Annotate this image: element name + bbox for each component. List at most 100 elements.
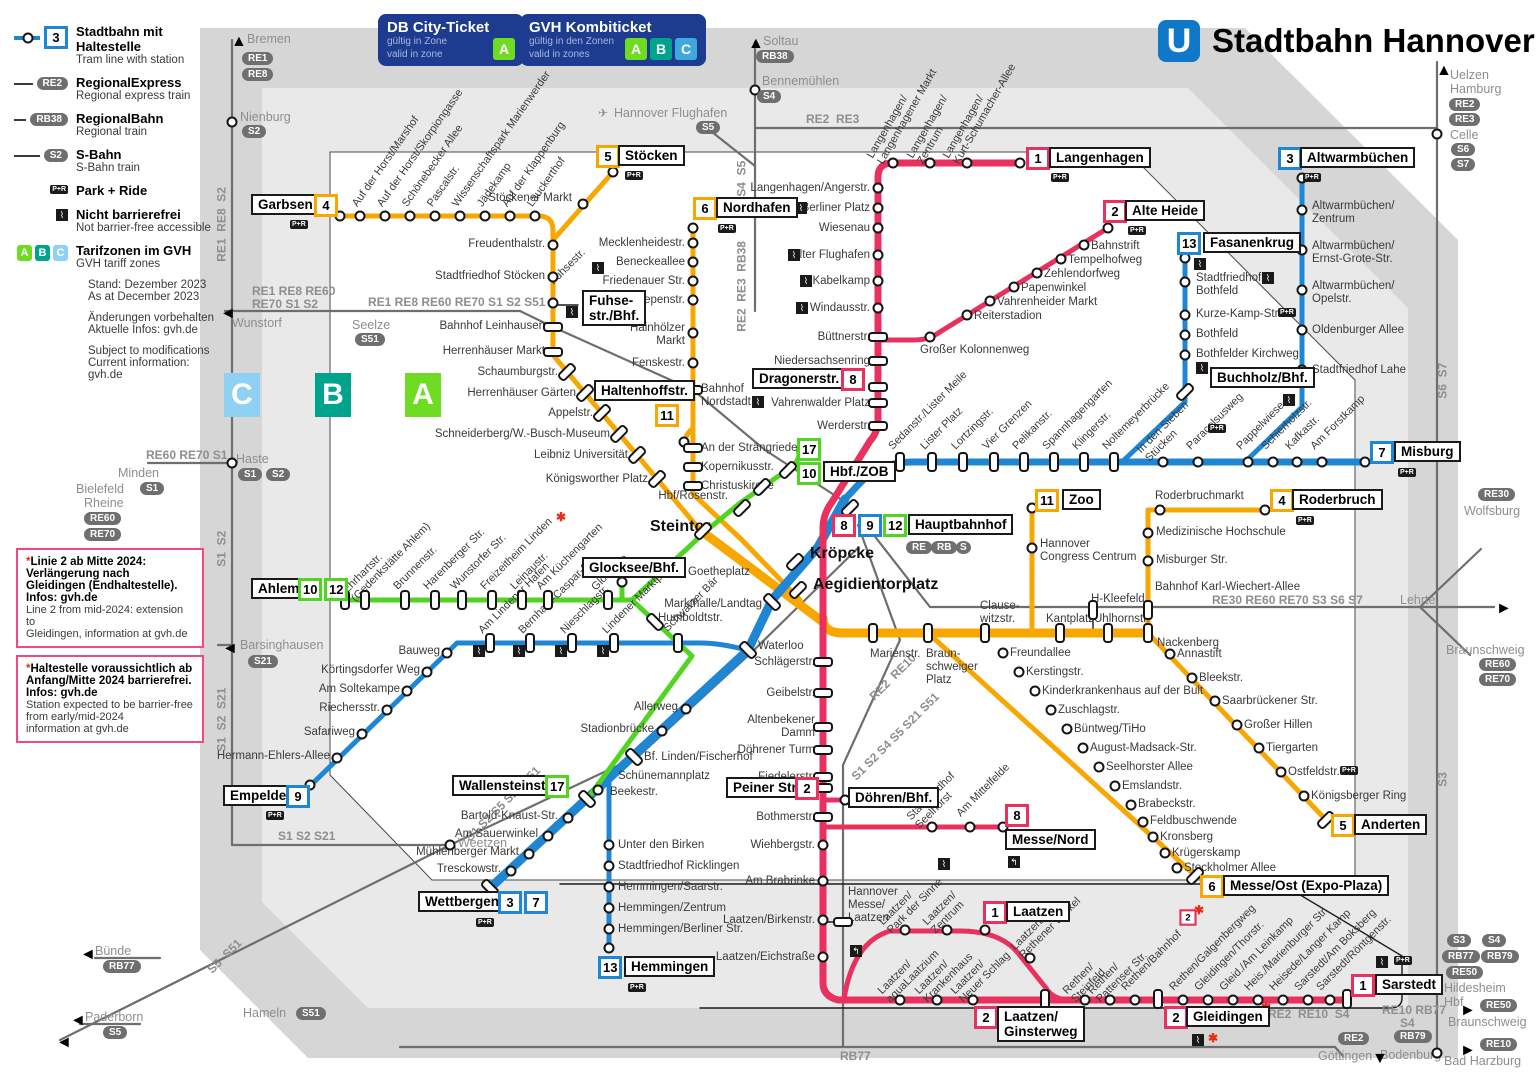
station-dot xyxy=(1077,742,1089,754)
banner-subtitle: gültig in den Zonen valid in zones xyxy=(529,36,615,60)
pr-icon: P+R xyxy=(1278,308,1296,317)
pr-icon: P+R xyxy=(1296,516,1314,525)
station-dot xyxy=(872,275,884,287)
rail-line-label: S4 xyxy=(1400,1016,1415,1030)
notice-bold: Haltestelle voraussichtlich ab Anfang/Mi… xyxy=(26,663,193,699)
station-dot xyxy=(1179,329,1191,341)
external-destination-label: Uelzen xyxy=(1450,68,1489,82)
regional-rail-lines xyxy=(58,38,1496,1058)
station-dot xyxy=(872,222,884,234)
station-dot xyxy=(505,865,517,877)
nb-icon: ⌇ xyxy=(788,249,800,261)
rail-pill-icon: S2 xyxy=(43,149,68,162)
rail-pill: RB77 xyxy=(103,960,141,974)
nb-icon: ⌇ xyxy=(795,202,807,214)
station-label: Bartold-Knaust-Str. xyxy=(460,810,558,822)
rail-pill: RB79 xyxy=(1394,1030,1432,1044)
station-label: Medizinische Hochschule xyxy=(1156,526,1286,538)
rail-line-label: S1 S2 S21 xyxy=(278,829,336,843)
line-number-badge: 9 xyxy=(286,785,310,808)
station-dot xyxy=(1192,456,1204,468)
line-number-badge: 4 xyxy=(314,194,338,217)
line-number-badge: 6 xyxy=(1200,875,1224,898)
terminus-box: Zoo xyxy=(1062,489,1101,511)
station-dot xyxy=(926,821,938,833)
station-label: Tresckowstr. xyxy=(436,863,501,875)
station-label: Schlägerstr. xyxy=(754,656,815,668)
al-icon: ◄ xyxy=(70,1012,86,1029)
station-dot xyxy=(356,728,368,740)
terminus-box: Garbsen xyxy=(251,194,320,216)
line-number-badge: 13 xyxy=(1177,232,1202,255)
station-dot xyxy=(1129,994,1141,1006)
au-icon: ▲ xyxy=(1436,62,1452,79)
pr-icon: P+R xyxy=(625,171,643,180)
station-dot xyxy=(1008,281,1020,293)
station-label: Kerstingstr. xyxy=(1026,666,1084,678)
rail-line-label: S5 S51 xyxy=(204,936,245,977)
rail-pill: RE30 xyxy=(1478,488,1516,502)
terminus-box: Laatzen/ Ginsterweg xyxy=(997,1006,1085,1043)
pr-icon: P+R xyxy=(718,224,736,233)
interchange-tick xyxy=(609,633,619,653)
interchange-tick xyxy=(646,468,668,490)
rail-pill-icon: RE2 xyxy=(36,77,68,90)
interchange-tick xyxy=(989,452,999,472)
nb-icon: ⌇ xyxy=(1192,1034,1204,1046)
station-dot xyxy=(687,256,699,268)
station-label: Vahrenheider Markt xyxy=(997,296,1098,308)
interchange-tick xyxy=(1019,452,1029,472)
line-number-badge: 7 xyxy=(524,891,548,914)
line-number-badge: 1 xyxy=(1026,147,1050,170)
pr-icon: P+R xyxy=(1051,173,1069,182)
rail-line-label: RB77 xyxy=(840,1049,871,1063)
external-destination-label: Rheine xyxy=(84,496,124,510)
station-label: Berliner Platz xyxy=(801,202,870,214)
rail-line-label: S1 S2 xyxy=(214,530,229,567)
station-dot xyxy=(479,210,491,222)
station-dot xyxy=(964,821,976,833)
station-label: Altwarmbüchen/ Opelstr. xyxy=(1312,280,1395,305)
line-number-badge: 8 xyxy=(841,368,865,391)
pr-icon: P+R xyxy=(1394,956,1412,965)
interchange-tick xyxy=(980,623,990,643)
station-label: Bothfelder Kirchweg xyxy=(1196,348,1299,360)
external-destination-label: Hannover Flughafen xyxy=(614,106,728,120)
station-label: Vahrenwalder Platz xyxy=(771,397,870,409)
station-dot xyxy=(1431,1047,1443,1059)
station-dot xyxy=(603,923,615,935)
interchange-tick xyxy=(868,623,878,643)
station-label: Krügerskamp xyxy=(1172,847,1241,859)
au-icon: ▲ xyxy=(748,35,764,52)
station-label: Bothmerstr. xyxy=(756,811,815,823)
rail-line-label: S3 xyxy=(1435,772,1450,787)
line-number-badge: 17 xyxy=(797,438,822,461)
interchange-tick xyxy=(543,347,563,357)
rail-pill: S5 xyxy=(103,1026,128,1040)
station-dot xyxy=(1171,862,1183,874)
terminus-box: Döhren/Bhf. xyxy=(848,787,940,809)
rail-line-label: RE2 RE3 RB38 xyxy=(734,241,749,332)
interchange-tick xyxy=(784,551,806,573)
interchange-tick xyxy=(1055,623,1065,643)
zone-chip-icon: B xyxy=(35,245,50,261)
nb-icon: ⌇ xyxy=(473,645,485,657)
station-label: Misburger Str. xyxy=(1156,554,1228,566)
station-label: Fenskestr. xyxy=(631,357,685,369)
station-label: Beneckeallee xyxy=(615,256,685,268)
station-dot xyxy=(687,327,699,339)
station-label: Alter Flughafen xyxy=(792,249,870,261)
nb-icon: ⌇ xyxy=(566,306,578,318)
station-dot xyxy=(931,994,943,1006)
station-label: An der Strängriede xyxy=(701,442,798,454)
station-dot xyxy=(872,302,884,314)
interchange-tick xyxy=(608,423,630,445)
line-number-badge: 9 xyxy=(858,514,882,537)
banner-title: DB City-Ticket xyxy=(387,19,490,36)
terminus-box: Anderten xyxy=(1354,814,1428,836)
terminus-box: Wallensteinstr. xyxy=(452,775,561,797)
station-dot xyxy=(687,237,699,249)
zone-chip-icon: C xyxy=(53,245,68,261)
line-number-badge: 2 xyxy=(974,1006,998,1029)
station-label: Büttnerstr. xyxy=(817,331,870,343)
